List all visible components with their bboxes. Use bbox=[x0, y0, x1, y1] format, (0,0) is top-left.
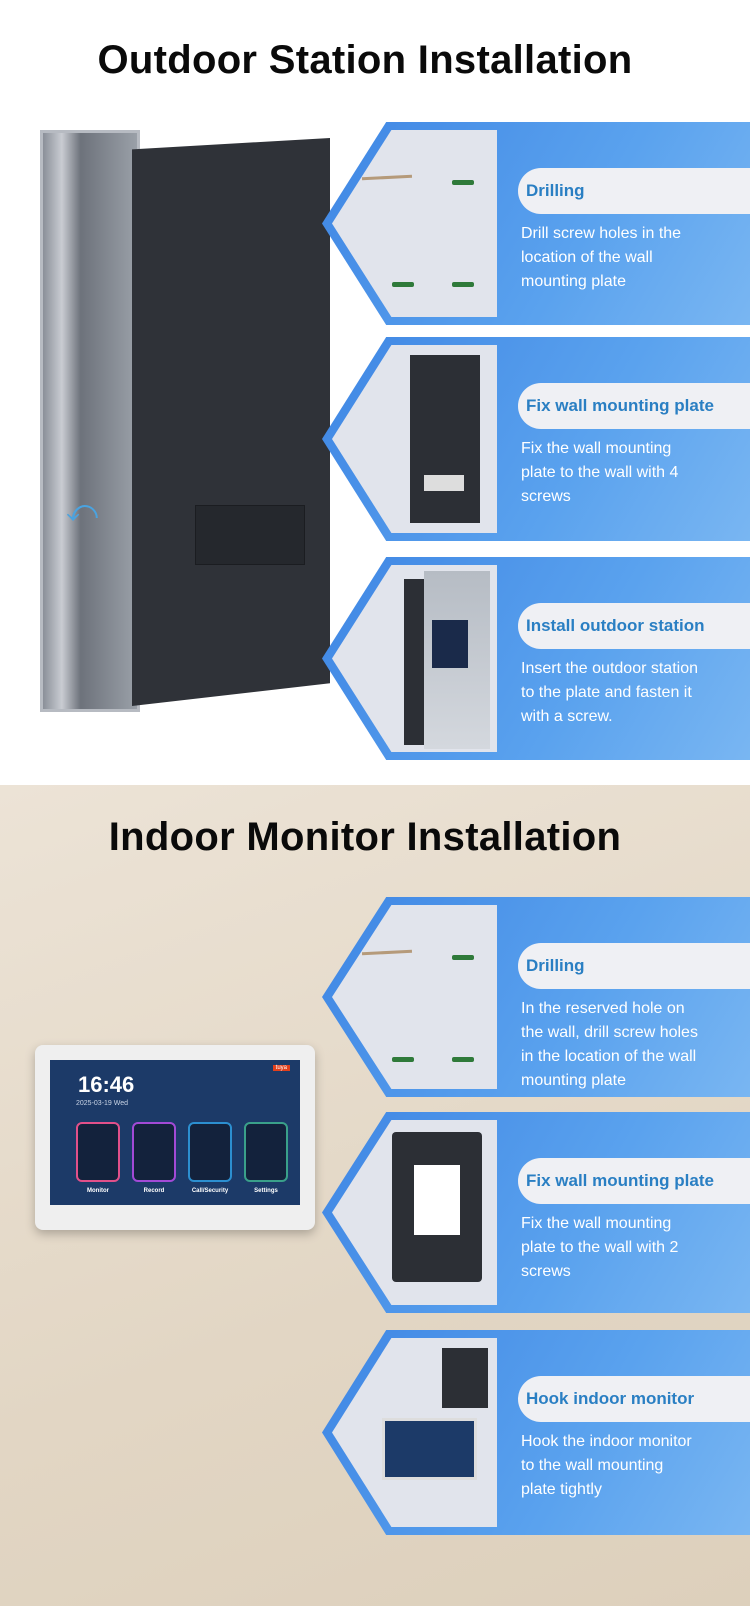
tile-label: Settings bbox=[254, 1188, 278, 1194]
step-title: Drilling bbox=[518, 943, 750, 989]
description-line: In the reserved hole on bbox=[521, 1000, 685, 1017]
description-line: with a screw. bbox=[521, 708, 613, 725]
step-description: Fix the wall mounting plate to the wall w… bbox=[521, 1212, 742, 1284]
description-line: plate to the wall with 2 bbox=[521, 1239, 679, 1256]
description-line: the wall, drill screw holes bbox=[521, 1024, 698, 1041]
description-line: Insert the outdoor station bbox=[521, 660, 698, 677]
description-line: Fix the wall mounting bbox=[521, 1215, 672, 1232]
description-line: Drill screw holes in the bbox=[521, 225, 682, 242]
tuya-badge: tuya bbox=[272, 1065, 290, 1071]
clock-date: 2025-03-19 Wed bbox=[76, 1100, 129, 1107]
step-title: Fix wall mounting plate bbox=[518, 383, 750, 429]
arrow-icon: ⤺ bbox=[66, 495, 99, 528]
clock-time: 16:46 bbox=[78, 1072, 135, 1097]
tile-label: Call/Security bbox=[191, 1188, 229, 1194]
call-security-tile[interactable] bbox=[188, 1122, 232, 1182]
description-line: to the wall mounting bbox=[521, 1457, 664, 1474]
description-line: Fix the wall mounting bbox=[521, 440, 672, 457]
description-line: mounting plate bbox=[521, 1072, 626, 1089]
description-line: plate tightly bbox=[521, 1481, 602, 1498]
settings-tile[interactable] bbox=[244, 1122, 288, 1182]
description-line: in the location of the wall bbox=[521, 1048, 697, 1065]
step-description: Insert the outdoor station to the plate a… bbox=[521, 657, 742, 729]
step-title: Hook indoor monitor bbox=[518, 1376, 750, 1422]
description-line: to the plate and fasten it bbox=[521, 684, 692, 701]
indoor-monitor-device: tuya 16:46 2025-03-19 Wed Monitor Record… bbox=[35, 1045, 315, 1230]
record-tile[interactable] bbox=[132, 1122, 176, 1182]
step-description: Hook the indoor monitor to the wall mount… bbox=[521, 1430, 742, 1502]
indoor-step-card: Drilling In the reserved hole on the wall,… bbox=[322, 897, 750, 1097]
step-title: Install outdoor station bbox=[518, 603, 750, 649]
description-line: plate to the wall with 4 bbox=[521, 464, 679, 481]
step-description: In the reserved hole on the wall, drill s… bbox=[521, 997, 742, 1093]
monitor-tile[interactable] bbox=[76, 1122, 120, 1182]
outdoor-title: Outdoor Station Installation bbox=[97, 38, 633, 82]
tile-label: Record bbox=[143, 1188, 165, 1194]
drill-bit bbox=[361, 174, 413, 181]
description-line: screws bbox=[521, 1263, 571, 1280]
monitor-screen: tuya 16:46 2025-03-19 Wed Monitor Record… bbox=[50, 1060, 300, 1205]
description-line: Hook the indoor monitor bbox=[521, 1433, 692, 1450]
step-title: Drilling bbox=[518, 168, 750, 214]
description-line: screws bbox=[521, 488, 571, 505]
step-description: Fix the wall mounting plate to the wall w… bbox=[521, 437, 742, 509]
description-line: location of the wall bbox=[521, 249, 653, 266]
indoor-title: Indoor Monitor Installation bbox=[108, 815, 622, 859]
tile-label: Monitor bbox=[87, 1188, 109, 1194]
drill-bit bbox=[361, 949, 413, 956]
description-line: mounting plate bbox=[521, 273, 626, 290]
step-description: Drill screw holes in the location of the … bbox=[521, 222, 742, 294]
step-title: Fix wall mounting plate bbox=[518, 1158, 750, 1204]
